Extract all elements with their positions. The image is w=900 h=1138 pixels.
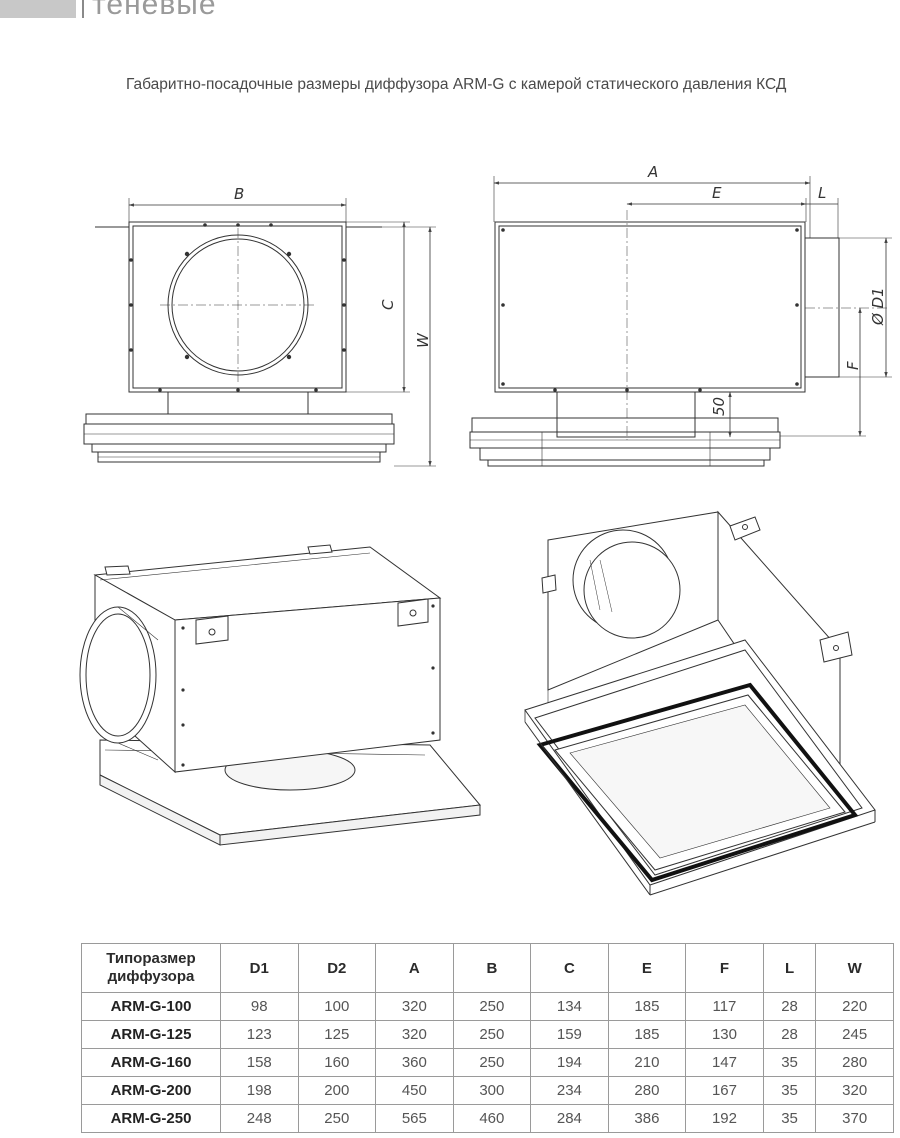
column-header-e: E [607, 943, 687, 993]
table-cell: 167 [685, 1076, 764, 1105]
model-cell: ARM-G-160 [81, 1048, 221, 1077]
table-cell: 198 [220, 1076, 299, 1105]
table-cell: 565 [375, 1104, 454, 1133]
table-row: ARM-G-200 198 200 450 300 234 280 167 35… [81, 1076, 894, 1105]
column-header-b: B [452, 943, 532, 993]
table-row: ARM-G-100 98 100 320 250 134 185 117 28 … [81, 992, 894, 1021]
table-cell: 360 [375, 1048, 454, 1077]
dimensions-table: Типоразмер диффузора D1 D2 A B C E F L W… [81, 943, 894, 1133]
table-cell: 370 [815, 1104, 894, 1133]
table-cell: 194 [530, 1048, 609, 1077]
dim-b-label: B [234, 185, 244, 203]
table-cell: 210 [607, 1048, 687, 1077]
dim-a-label: A [647, 163, 658, 181]
table-cell: 160 [297, 1048, 377, 1077]
model-cell: ARM-G-200 [81, 1076, 221, 1105]
column-header-c: C [530, 943, 609, 993]
column-header-model: Типоразмер диффузора [81, 943, 221, 993]
table-header-row: Типоразмер диффузора D1 D2 A B C E F L W [81, 943, 894, 993]
isometric-view-left [79, 544, 481, 846]
table-row: ARM-G-125 123 125 320 250 159 185 130 28… [81, 1020, 894, 1049]
table-cell: 185 [607, 992, 687, 1021]
table-cell: 158 [220, 1048, 299, 1077]
table-cell: 284 [530, 1104, 609, 1133]
table-cell: 250 [297, 1104, 377, 1133]
table-cell: 248 [220, 1104, 299, 1133]
header-accent-bar [0, 0, 76, 18]
table-cell: 185 [607, 1020, 687, 1049]
column-header-d2: D2 [297, 943, 377, 993]
table-cell: 159 [530, 1020, 609, 1049]
table-cell: 280 [607, 1076, 687, 1105]
dim-50-label: 50 [710, 397, 728, 416]
table-cell: 250 [452, 1048, 532, 1077]
column-header-d1: D1 [220, 943, 299, 993]
table-cell: 125 [297, 1020, 377, 1049]
table-cell: 250 [452, 1020, 532, 1049]
table-cell: 35 [762, 1076, 817, 1105]
table-row: ARM-G-250 248 250 565 460 284 386 192 35… [81, 1104, 894, 1133]
table-cell: 134 [530, 992, 609, 1021]
table-cell: 192 [685, 1104, 764, 1133]
table-cell: 280 [815, 1048, 894, 1077]
dim-e-label: E [712, 184, 722, 202]
table-cell: 98 [220, 992, 299, 1021]
table-cell: 386 [607, 1104, 687, 1133]
isometric-view-right [524, 510, 876, 896]
dim-l-label: L [818, 184, 826, 202]
table-cell: 234 [530, 1076, 609, 1105]
header-divider [82, 0, 84, 18]
side-view [469, 176, 892, 467]
model-cell: ARM-G-125 [81, 1020, 221, 1049]
dim-w-label: W [414, 332, 432, 348]
table-cell: 123 [220, 1020, 299, 1049]
table-cell: 130 [685, 1020, 764, 1049]
table-cell: 147 [685, 1048, 764, 1077]
table-cell: 117 [685, 992, 764, 1021]
table-cell: 250 [452, 992, 532, 1021]
dim-f-label: F [844, 361, 862, 370]
table-cell: 220 [815, 992, 894, 1021]
table-cell: 320 [375, 1020, 454, 1049]
table-cell: 300 [452, 1076, 532, 1105]
table-cell: 28 [762, 1020, 817, 1049]
model-cell: ARM-G-250 [81, 1104, 221, 1133]
table-row: ARM-G-160 158 160 360 250 194 210 147 35… [81, 1048, 894, 1077]
column-header-w: W [815, 943, 894, 993]
table-cell: 245 [815, 1020, 894, 1049]
table-cell: 28 [762, 992, 817, 1021]
table-cell: 460 [452, 1104, 532, 1133]
front-view [83, 198, 436, 467]
table-cell: 100 [297, 992, 377, 1021]
table-cell: 450 [375, 1076, 454, 1105]
table-cell: 35 [762, 1104, 817, 1133]
model-cell: ARM-G-100 [81, 992, 221, 1021]
table-cell: 35 [762, 1048, 817, 1077]
dim-c-label: C [379, 299, 397, 310]
column-header-l: L [762, 943, 817, 993]
table-cell: 320 [375, 992, 454, 1021]
column-header-f: F [685, 943, 764, 993]
table-cell: 320 [815, 1076, 894, 1105]
column-header-a: A [375, 943, 454, 993]
section-name: теневые [92, 0, 217, 21]
page-title: Габаритно-посадочные размеры диффузора A… [126, 76, 787, 93]
table-cell: 200 [297, 1076, 377, 1105]
dim-d1-label: Ø D1 [869, 287, 887, 326]
